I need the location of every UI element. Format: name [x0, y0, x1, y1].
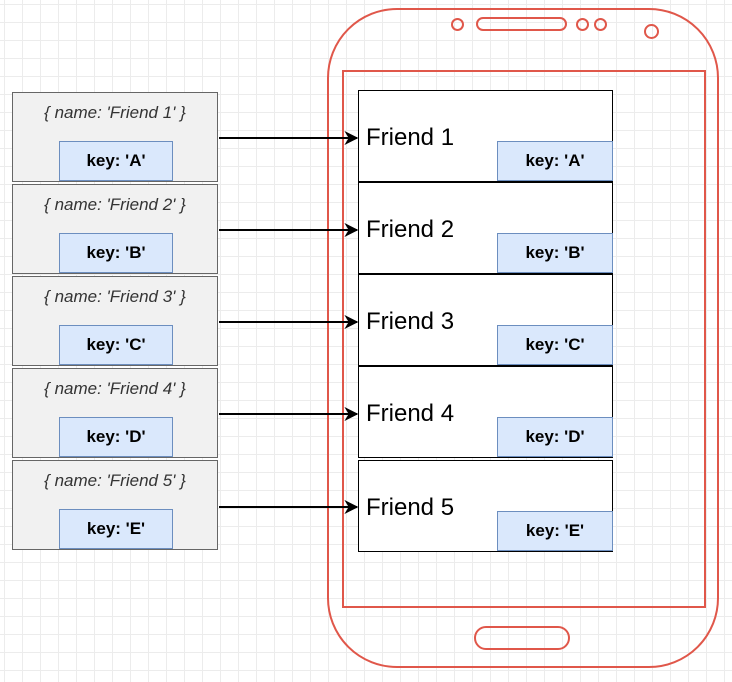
list-item-label: Friend 1	[366, 124, 455, 151]
data-object-label: { name: 'Friend 2' }	[44, 195, 186, 214]
data-object-label: { name: 'Friend 5' }	[44, 471, 186, 490]
list-item-label: Friend 3	[366, 308, 455, 335]
list-item-3: Friend 3 key: 'C'	[358, 274, 613, 366]
list-item-key: key: 'A'	[497, 141, 613, 181]
phone-front-camera-dot	[451, 18, 464, 31]
list-item-label: Friend 4	[366, 400, 455, 427]
list-item-key: key: 'D'	[497, 417, 613, 457]
phone-screen	[342, 70, 706, 608]
data-object-1: { name: 'Friend 1' } key: 'A'	[12, 92, 218, 182]
list-item-5: Friend 5 key: 'E'	[358, 460, 613, 552]
list-item-2: Friend 2 key: 'B'	[358, 182, 613, 274]
list-item-4: Friend 4 key: 'D'	[358, 366, 613, 458]
list-item-1: Friend 1 key: 'A'	[358, 90, 613, 182]
data-object-label: { name: 'Friend 4' }	[44, 379, 186, 398]
phone-speaker	[476, 17, 567, 31]
data-object-key: key: 'E'	[59, 509, 173, 549]
list-item-label: Friend 2	[366, 216, 455, 243]
list-item-label: Friend 5	[366, 494, 455, 521]
phone-sensor-dot-3	[644, 24, 659, 39]
list-item-key: key: 'C'	[497, 325, 613, 365]
list-item-key: key: 'B'	[497, 233, 613, 273]
phone-sensor-dot-2	[594, 18, 607, 31]
data-object-5: { name: 'Friend 5' } key: 'E'	[12, 460, 218, 550]
data-object-2: { name: 'Friend 2' } key: 'B'	[12, 184, 218, 274]
data-object-label: { name: 'Friend 1' }	[44, 103, 186, 122]
data-object-key: key: 'A'	[59, 141, 173, 181]
data-object-key: key: 'B'	[59, 233, 173, 273]
data-object-key: key: 'C'	[59, 325, 173, 365]
data-object-key: key: 'D'	[59, 417, 173, 457]
phone-home-button	[474, 626, 570, 650]
list-item-key: key: 'E'	[497, 511, 613, 551]
data-object-4: { name: 'Friend 4' } key: 'D'	[12, 368, 218, 458]
phone-sensor-dot-1	[576, 18, 589, 31]
phone-body	[327, 8, 719, 668]
data-object-label: { name: 'Friend 3' }	[44, 287, 186, 306]
data-object-3: { name: 'Friend 3' } key: 'C'	[12, 276, 218, 366]
